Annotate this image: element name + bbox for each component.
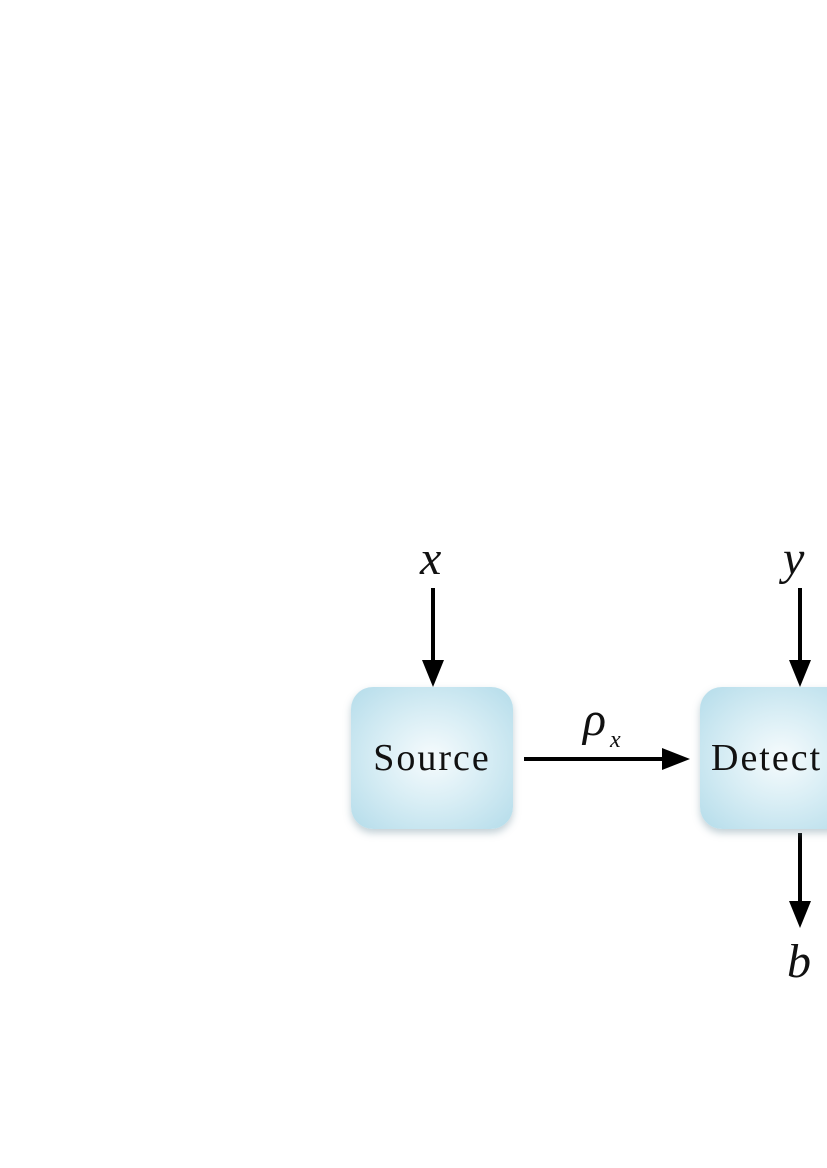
input-x-label: x <box>420 532 442 585</box>
detector-box: Detect <box>700 687 827 829</box>
output-b-label: b <box>787 935 811 988</box>
source-box: Source <box>351 687 513 829</box>
arrow-source-to-detector <box>524 748 690 770</box>
arrow-detector-to-b <box>789 833 811 928</box>
detector-label: Detect <box>711 737 823 779</box>
input-y-label: y <box>783 532 805 585</box>
state-symbol: ρ <box>583 693 607 746</box>
source-label: Source <box>373 737 491 779</box>
state-subscript: x <box>610 727 621 753</box>
arrow-y-to-detector <box>789 588 811 687</box>
arrow-x-to-source <box>422 588 444 687</box>
